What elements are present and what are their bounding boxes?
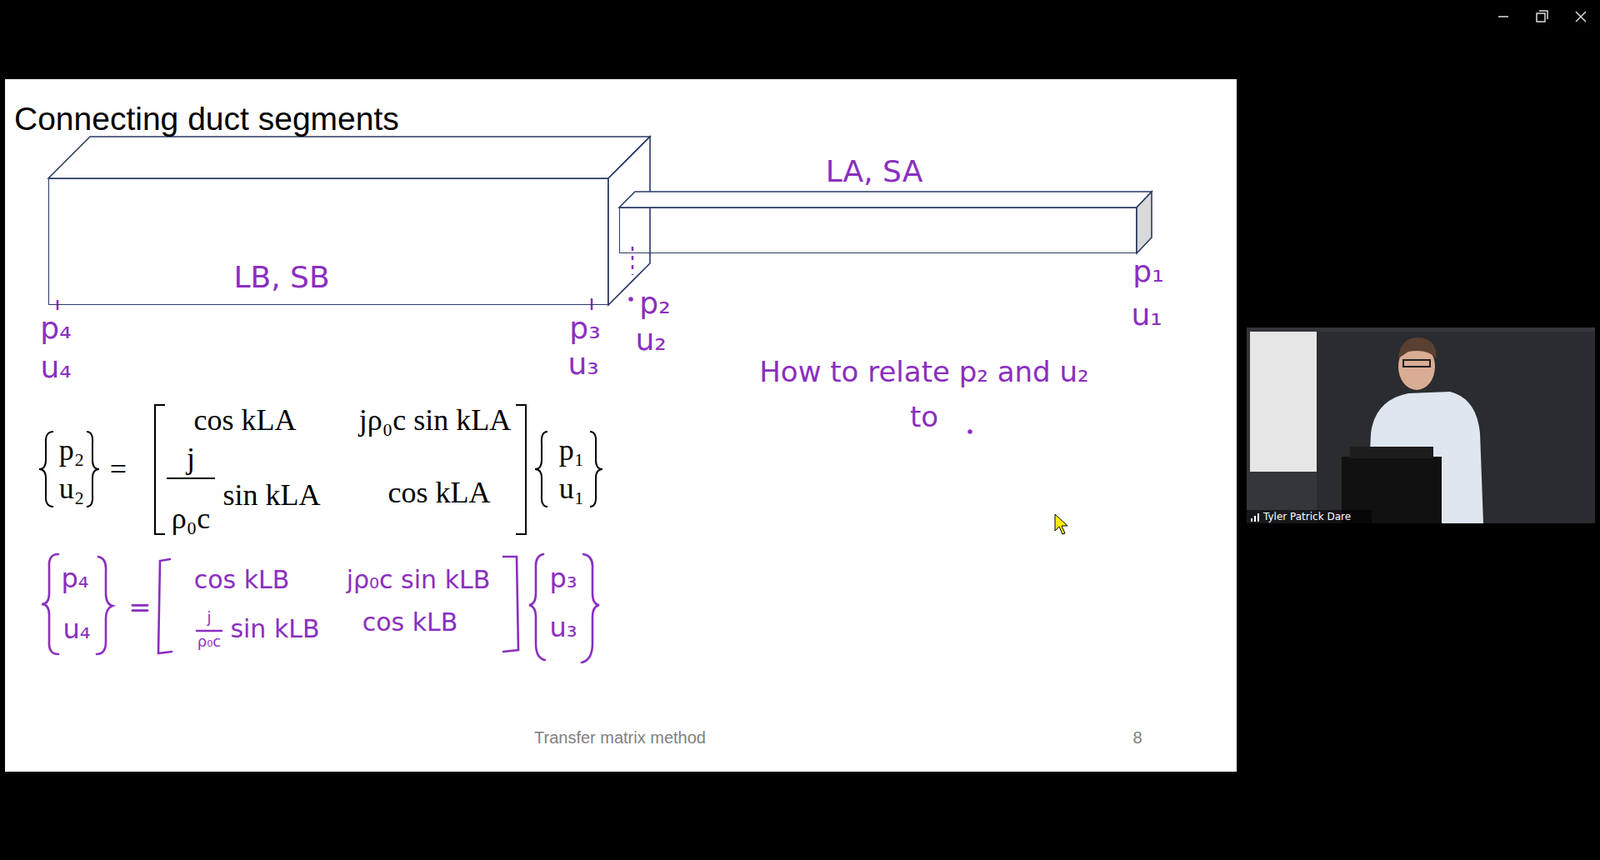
equals-sign: = [110, 454, 127, 485]
velocity-label: u₄ [40, 352, 71, 383]
matrix-entry: jρ₀c sin kLA [359, 405, 512, 435]
webcam-video [1246, 327, 1595, 524]
pressure-label: p₁ [1132, 256, 1164, 287]
vector-entry: p₄ [60, 565, 89, 592]
vector-entry: p₃ [549, 565, 577, 592]
vector-entry: p₁ [559, 435, 585, 465]
mouse-cursor [1055, 514, 1068, 535]
matrix-entry: cos kLB [194, 567, 290, 593]
vector-entry: u₃ [549, 614, 577, 641]
duct-b [48, 136, 650, 305]
slide-footer: Transfer matrix method [534, 729, 706, 746]
matrix-entry: cos kLA [194, 405, 297, 435]
matrix-entry: sin kLA [223, 480, 321, 510]
duct-a [619, 191, 1152, 254]
velocity-label: u₁ [1130, 300, 1162, 330]
vector-entry: p₂ [59, 435, 85, 465]
pressure-label: p₃ [569, 313, 600, 344]
fraction-denominator: ρ₀c [171, 503, 211, 534]
fraction-numerator: j [206, 610, 211, 625]
duct-segment-a: LA, SA [619, 207, 1137, 254]
pressure-label: p₄ [40, 313, 71, 344]
duct-dimension-label: LB, SB [233, 262, 330, 293]
matrix-entry: cos kLB [362, 610, 459, 635]
matrix-entry: cos kLA [388, 477, 491, 508]
matrix-brackets-handwritten [41, 554, 600, 663]
velocity-label: u₃ [567, 349, 599, 380]
matrix-brackets-typeset [39, 405, 603, 535]
window-controls [1498, 10, 1586, 22]
matrix-entry: sin kLB [230, 616, 320, 642]
vector-entry: u₁ [559, 473, 585, 504]
duct-dimension-label: LA, SA [825, 156, 924, 187]
handwritten-note: How to relate p₂ and u₂ to [753, 349, 1095, 440]
slide-ground [5, 79, 1237, 772]
vector-entry: u₄ [62, 615, 90, 643]
slide-title: Connecting duct segments [14, 100, 400, 138]
vector-entry: u₂ [59, 473, 85, 504]
velocity-label: u₂ [635, 325, 666, 355]
duct-segment-b: LB, SB [48, 178, 609, 305]
slide-number: 8 [1132, 729, 1142, 746]
pressure-label: p₂ [639, 288, 670, 319]
matrix-entry: jρ₀c sin kLB [346, 567, 491, 593]
participant-name: Tyler Patrick Dare [1263, 511, 1351, 522]
fraction-numerator: j [186, 443, 195, 474]
fraction-denominator: ρ₀c [197, 634, 222, 650]
equals-sign: = [129, 594, 152, 621]
